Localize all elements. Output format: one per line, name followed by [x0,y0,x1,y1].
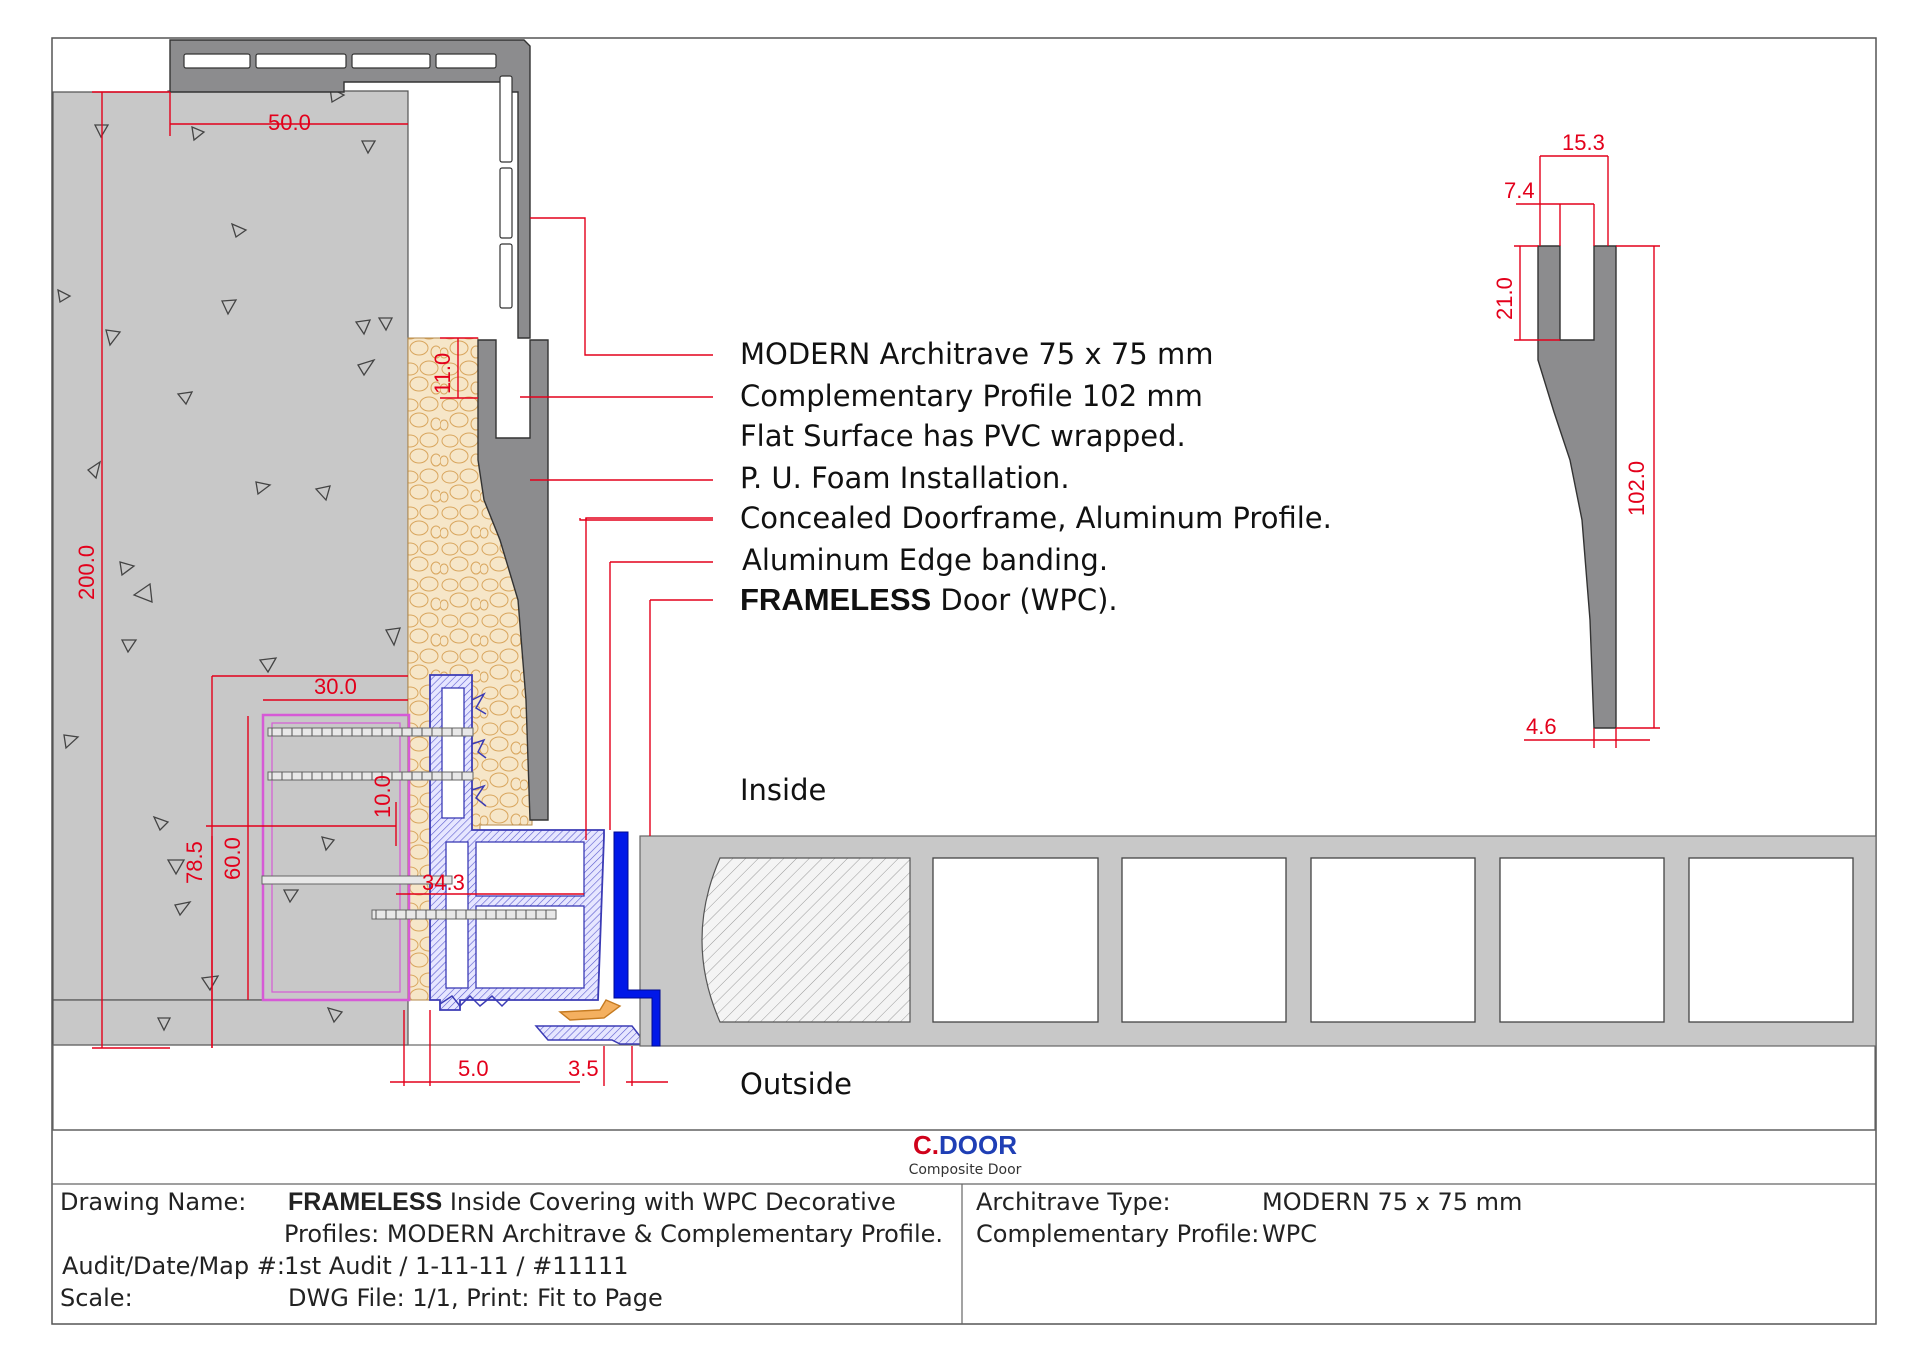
note-frameless-rest: Door (WPC). [931,583,1117,617]
brand-prefix: C. [913,1130,939,1160]
drawing-name-bold: FRAMELESS [288,1188,442,1216]
drawing-name-line2: Profiles: MODERN Architrave & Complement… [284,1220,943,1248]
dim-offset-b: 3.5 [568,1056,599,1081]
label-outside: Outside [740,1067,852,1101]
note-architrave: MODERN Architrave 75 x 75 mm [740,337,1213,371]
label-inside: Inside [740,773,826,807]
dim-offset-a: 5.0 [458,1056,489,1081]
brand-logo: C.DOOR [913,1130,1017,1160]
dim-profile-top: 15.3 [1562,130,1605,155]
outside-ledge [52,1044,1876,1131]
title-block [52,1129,1876,1324]
complementary-profile [477,339,549,821]
dim-frame-width: 30.0 [314,674,357,699]
dim-frame-depth: 34.3 [422,870,465,895]
audit-label: Audit/Date/Map #: [62,1252,285,1280]
dim-profile-slot-depth: 21.0 [1492,277,1517,320]
scale-value: DWG File: 1/1, Print: Fit to Page [288,1284,663,1312]
gasket [558,999,622,1021]
dim-architrave-gap: 11.0 [430,353,455,394]
note-frameless-bold: FRAMELESS [740,582,931,617]
note-concealed-doorframe: Concealed Doorframe, Aluminum Profile. [740,501,1332,535]
edge-banding [613,831,661,1047]
drawing-name-value: FRAMELESS Inside Covering with WPC Decor… [288,1188,896,1216]
scale-label: Scale: [60,1284,133,1312]
dim-profile-length: 102.0 [1624,461,1649,516]
concrete-wall [52,86,409,1046]
screws [261,727,557,920]
dim-wall-width: 50.0 [268,110,311,135]
architrave-profile [169,39,531,339]
note-edge-banding: Aluminum Edge banding. [742,543,1108,577]
callout-leaders [520,217,713,840]
dim-profile-base: 4.6 [1526,714,1557,739]
dim-frame-height-b: 60.0 [220,837,245,880]
note-pu-foam: P. U. Foam Installation. [740,461,1070,495]
profile-detail [1537,245,1617,729]
architrave-type-label: Architrave Type: [976,1188,1171,1216]
brand-name: DOOR [939,1130,1017,1160]
drawing-name-label: Drawing Name: [60,1188,246,1216]
dim-frame-height-a: 78.5 [182,841,207,884]
brand-tagline: Composite Door [909,1162,1022,1178]
note-frameless-door: FRAMELESS Door (WPC). [740,582,1118,617]
sub-frame-outer [261,713,411,1002]
drawing-name-rest: Inside Covering with WPC Decorative [442,1188,896,1216]
sub-frame-inner [271,722,401,993]
sheet-border [51,37,1877,1325]
dim-profile-slot: 7.4 [1504,178,1535,203]
note-complementary-profile: Complementary Profile 102 mm [740,379,1203,413]
note-flat-surface: Flat Surface has PVC wrapped. [740,419,1186,453]
profile-detail-dimensions [1514,155,1660,748]
dim-frame-screw-gap: 10.0 [370,775,395,818]
audit-value: 1st Audit / 1-11-11 / #11111 [284,1252,629,1280]
complementary-label: Complementary Profile: [976,1220,1259,1248]
dim-wall-height: 200.0 [74,545,99,600]
door-leaf [639,835,1877,1047]
complementary-value: WPC [1262,1220,1317,1248]
architrave-type-value: MODERN 75 x 75 mm [1262,1188,1522,1216]
dimension-lines [92,91,668,1086]
